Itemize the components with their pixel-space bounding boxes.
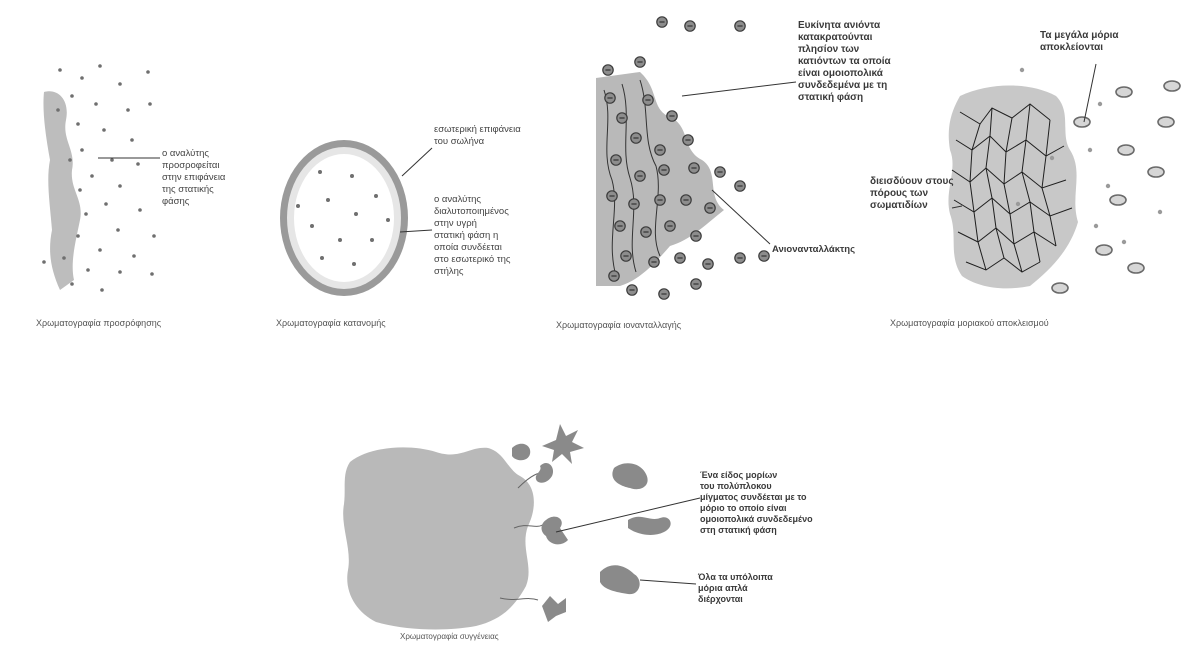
ion-exchange-top-pointer (682, 82, 796, 96)
ion-exchange-resin-label: Ανιονανταλλάκτης (772, 244, 855, 256)
affinity-pass-label: Όλα τα υπόλοιπα μόρια απλά διέρχονται (698, 572, 773, 605)
partition-caption: Χρωματογραφία κατανομής (276, 318, 386, 328)
partition-panel (280, 140, 432, 296)
partition-column-core (294, 154, 394, 282)
size-exclusion-caption: Χρωματογραφία μοριακού αποκλεισμού (890, 318, 1049, 328)
ion-exchange-panel (596, 17, 796, 299)
size-exclusion-panel (948, 64, 1180, 293)
ion-exchange-top-label: Ευκίνητα ανιόντα κατακρατούνται πλησίον … (798, 20, 891, 104)
ion-exchange-resin-pointer (712, 190, 770, 244)
adsorption-caption: Χρωματογραφία προσρόφησης (36, 318, 161, 328)
adsorption-label: ο αναλύτης προσροφείται στην επιφάνεια τ… (162, 148, 225, 208)
affinity-bind-label: Ένα είδος μορίων του πολύπλοκου μίγματος… (700, 470, 813, 536)
affinity-stationary-phase (343, 447, 534, 629)
adsorption-panel (42, 64, 160, 292)
partition-analyte-label: ο αναλύτης διαλυτοποιημένος στην υγρή στ… (434, 194, 510, 278)
affinity-caption: Χρωματογραφία συγγένειας (400, 632, 499, 641)
affinity-panel (343, 424, 700, 629)
adsorption-stationary-phase (43, 91, 80, 290)
affinity-molecules (512, 424, 671, 622)
size-exclusion-particle (948, 86, 1078, 289)
ion-exchange-caption: Χρωματογραφία ιονανταλλαγής (556, 320, 681, 330)
size-exclusion-large-label: Τα μεγάλα μόρια αποκλείονται (1040, 30, 1119, 54)
affinity-pass-pointer (640, 580, 696, 584)
partition-wall-pointer (402, 148, 432, 176)
partition-wall-label: εσωτερική επιφάνεια του σωλήνα (434, 124, 521, 148)
size-exclusion-large-pointer (1084, 64, 1096, 122)
ion-exchange-resin (596, 72, 724, 286)
size-exclusion-small-label: διεισδύουν στους πόρους των σωματιδίων (870, 176, 954, 212)
